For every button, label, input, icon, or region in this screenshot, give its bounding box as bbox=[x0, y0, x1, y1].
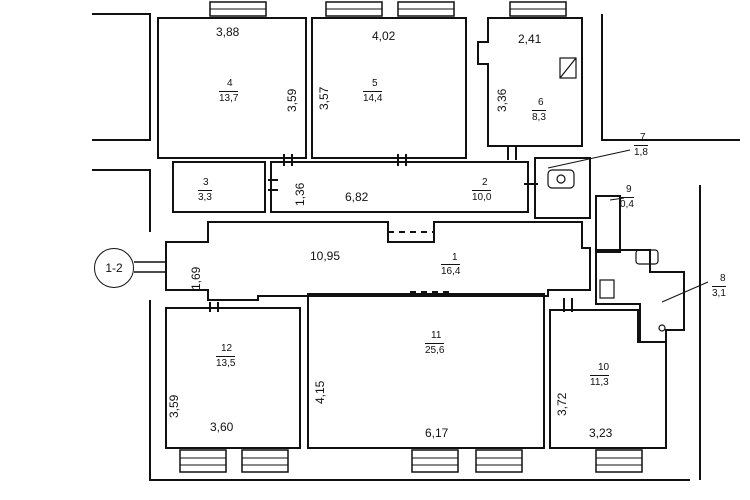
window-bottom bbox=[411, 449, 459, 473]
room-8-number: 8 bbox=[720, 273, 726, 284]
room-9-area: 0,4 bbox=[620, 197, 634, 210]
room-4-area: 13,7 bbox=[219, 91, 239, 104]
leader-line bbox=[661, 281, 709, 303]
room-2-area: 10,0 bbox=[472, 190, 492, 203]
dim-hall-height: 1,69 bbox=[189, 266, 203, 290]
dim-r12-width: 3,60 bbox=[210, 420, 234, 434]
room-3-number: 3 bbox=[203, 177, 209, 188]
window-bottom bbox=[179, 449, 227, 473]
dim-r12-height: 3,59 bbox=[167, 394, 181, 418]
washbasin-icon bbox=[547, 169, 575, 189]
room-7-area: 1,8 bbox=[634, 145, 648, 158]
room-9-outline bbox=[595, 195, 621, 253]
leader-line bbox=[609, 197, 625, 201]
room-8-area: 3,1 bbox=[712, 286, 726, 299]
room-2-number: 2 bbox=[482, 177, 488, 188]
room-5-number: 5 bbox=[372, 78, 378, 89]
room-12-number: 12 bbox=[221, 343, 233, 354]
room-1-area: 16,4 bbox=[441, 264, 461, 277]
room-11-area: 25,6 bbox=[425, 343, 445, 356]
room-11-outline bbox=[307, 293, 545, 449]
dim-r6-width: 2,41 bbox=[518, 32, 542, 46]
room-1-number: 1 bbox=[452, 252, 458, 263]
outer-wall-line bbox=[92, 169, 151, 232]
window-bottom bbox=[241, 449, 289, 473]
sink-icon bbox=[635, 249, 659, 265]
room-3-outline bbox=[172, 161, 266, 213]
room-6-number: 6 bbox=[538, 97, 544, 108]
outer-wall-line bbox=[92, 13, 151, 141]
room-2-outline bbox=[270, 161, 529, 213]
room-8-outline bbox=[595, 249, 685, 343]
dim-r10-width: 3,23 bbox=[589, 426, 613, 440]
room-10-number: 10 bbox=[598, 362, 610, 373]
dim-r10-height: 3,72 bbox=[555, 392, 569, 416]
room-1-outline bbox=[165, 221, 591, 301]
room-6-outline bbox=[477, 17, 583, 147]
dim-r11-width: 6,17 bbox=[425, 426, 449, 440]
room-9-number: 9 bbox=[626, 184, 632, 195]
room-4-outline bbox=[157, 17, 307, 159]
dim-r11-height: 4,15 bbox=[313, 380, 327, 404]
room-5-outline bbox=[311, 17, 467, 159]
room-11-number: 11 bbox=[431, 330, 442, 341]
dim-corridor-width: 6,82 bbox=[345, 190, 369, 204]
outer-wall-line bbox=[149, 300, 690, 481]
room-4-number: 4 bbox=[227, 78, 233, 89]
dim-hall-width: 10,95 bbox=[310, 249, 341, 263]
leader-line bbox=[547, 149, 631, 169]
entrance-callout: 1-2 bbox=[94, 248, 134, 288]
dim-r4-width: 3,88 bbox=[216, 25, 240, 39]
room-6-area: 8,3 bbox=[532, 110, 546, 123]
room-12-outline bbox=[165, 307, 301, 449]
dim-r4-height: 3,59 bbox=[285, 88, 299, 112]
window-bottom bbox=[595, 449, 643, 473]
outer-wall-line bbox=[601, 14, 740, 141]
room-10-outline bbox=[549, 309, 667, 449]
stair-icon bbox=[559, 57, 577, 79]
dim-corridor-height: 1,36 bbox=[293, 182, 307, 206]
room-10-area: 11,3 bbox=[590, 375, 609, 388]
room-3-area: 3,3 bbox=[198, 190, 212, 203]
room-5-area: 14,4 bbox=[363, 91, 383, 104]
room-7-number: 7 bbox=[640, 132, 646, 143]
window-bottom bbox=[475, 449, 523, 473]
dim-r5-width: 4,02 bbox=[372, 29, 396, 43]
room-12-area: 13,5 bbox=[216, 356, 236, 369]
room-7-outline bbox=[534, 157, 591, 219]
dim-r5-height: 3,57 bbox=[317, 86, 331, 110]
dim-r6-height: 3,36 bbox=[495, 88, 509, 112]
